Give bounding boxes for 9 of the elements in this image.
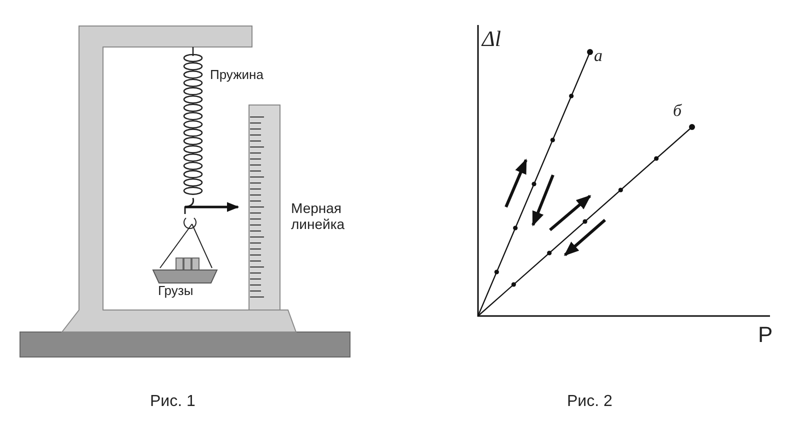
figure-caption: Рис. 2 [567,393,612,412]
line-label: a [594,46,602,66]
axis-label: Δl [482,26,502,52]
part-label: Мерная линейка [291,200,346,232]
line-label: б [673,101,682,121]
figure-caption: Рис. 1 [150,393,196,412]
axis-label: P [758,322,773,348]
part-label: Пружина [210,68,264,83]
part-label: Грузы [158,284,194,299]
